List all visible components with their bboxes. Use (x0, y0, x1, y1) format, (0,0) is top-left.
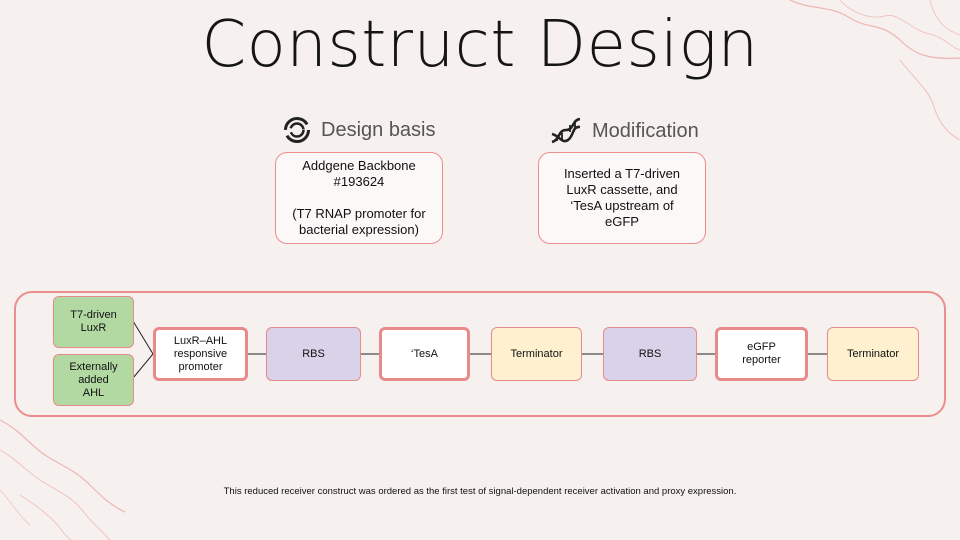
slide-caption: This reduced receiver construct was orde… (223, 486, 737, 497)
input-external-ahl: Externally added AHL (53, 354, 134, 406)
modification-heading: Modification (550, 116, 699, 146)
part-rbs-2: RBS (603, 327, 697, 381)
design-basis-heading: Design basis (283, 116, 436, 144)
construct-diagram-frame (14, 291, 946, 417)
design-basis-label: Design basis (321, 118, 436, 141)
design-basis-box: Addgene Backbone #193624 (T7 RNAP promot… (275, 152, 443, 244)
part-tesa: ‘TesA (379, 327, 470, 381)
slide-title: Construct Design (201, 8, 759, 82)
part-terminator-1: Terminator (491, 327, 582, 381)
part-rbs-1: RBS (266, 327, 361, 381)
part-egfp-reporter: eGFP reporter (715, 327, 808, 381)
dna-icon (550, 116, 582, 146)
circular-arrows-icon (283, 116, 311, 144)
part-luxr-ahl-promoter: LuxR–AHL responsive promoter (153, 327, 248, 381)
modification-box: Inserted a T7-driven LuxR cassette, and … (538, 152, 706, 244)
part-terminator-2: Terminator (827, 327, 919, 381)
modification-text: Inserted a T7-driven LuxR cassette, and … (563, 166, 681, 229)
input-t7-luxr: T7-driven LuxR (53, 296, 134, 348)
design-basis-text: Addgene Backbone #193624 (T7 RNAP promot… (292, 158, 426, 237)
modification-label: Modification (592, 119, 699, 142)
